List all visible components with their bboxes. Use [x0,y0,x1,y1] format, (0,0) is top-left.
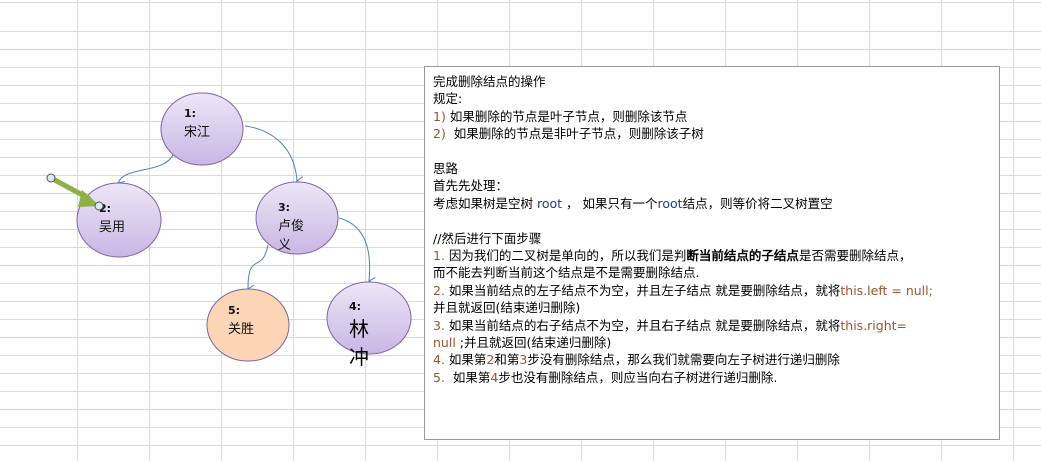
node-name: 吴用 [99,220,125,235]
node-name-line2: 冲 [349,345,369,369]
node-1[interactable]: 1: 宋江 [160,92,244,166]
step-1: 1. 因为我们的二叉树是单向的，所以我们是判断当前结点的子结点是否需要删除结点， [433,248,912,264]
edge-1-3 [244,125,304,186]
resize-handle [94,201,104,211]
node-name: 宋江 [184,125,210,140]
pre-label: 首先先处理： [433,178,509,194]
notes-textbox[interactable]: 完成删除结点的操作规定:1) 如果删除的节点是叶子节点，则删除该节点 2) 如果删… [424,66,1000,440]
node-id: 4: [349,300,361,313]
step-3-cont: null ;并且就返回(结束递归删除) [433,335,612,351]
pre-text: 考虑如果树是空树 root ， 如果只有一个root结点，则等价将二叉树置空 [433,195,833,211]
step-2: 2. 如果当前结点的左子结点不为空，并且左子结点 就是要删除结点，就将this.… [433,282,933,298]
step-5: 5. 如果第4步也没有删除结点，则应当向右子树进行递归删除. [433,369,778,385]
rule-2: 2) 如果删除的节点是非叶子节点，则删除该子树 [433,126,704,142]
selected-arrow-shape[interactable] [46,173,104,211]
node-id: 5: [228,304,240,317]
step-3: 3. 如果当前结点的右子结点不为空，并且右子结点 就是要删除结点，就将this.… [433,317,908,333]
node-name: 关胜 [228,322,254,337]
step-1-cont: 而不能去判断当前这个结点是不是需要删除结点. [433,265,700,281]
binary-tree-diagram: 1: 宋江 2: 吴用 3: 卢俊 义 5: 关胜 4: 林 冲 [46,92,412,369]
node-name-line2: 义 [278,238,291,253]
resize-handle [46,173,56,183]
title: 完成删除结点的操作 [433,74,546,89]
tree-edges [117,125,376,294]
step-2-cont: 并且就返回(结束递归删除) [433,300,581,316]
rule-1: 1) 如果删除的节点是叶子节点，则删除该节点 [433,108,688,124]
node-name: 卢俊 [278,218,304,234]
node-4[interactable]: 4: 林 冲 [326,281,412,369]
node-name: 林 [349,317,369,341]
edge-3-4 [338,217,376,286]
node-id: 1: [184,107,196,120]
step-4: 4. 如果第2和第3步没有删除结点，那么我们就需要向左子树进行递归删除 [433,352,840,368]
node-2[interactable]: 2: 吴用 [76,182,162,258]
node-3[interactable]: 3: 卢俊 义 [255,181,339,255]
idea-label: 思路 [433,161,459,177]
node-id: 3: [278,201,290,214]
edge-1-2 [117,152,175,190]
rules-label: 规定: [433,91,463,107]
node-5[interactable]: 5: 关胜 [206,288,290,362]
edge-3-5 [247,244,269,294]
steps-label: //然后进行下面步骤 [433,230,542,246]
